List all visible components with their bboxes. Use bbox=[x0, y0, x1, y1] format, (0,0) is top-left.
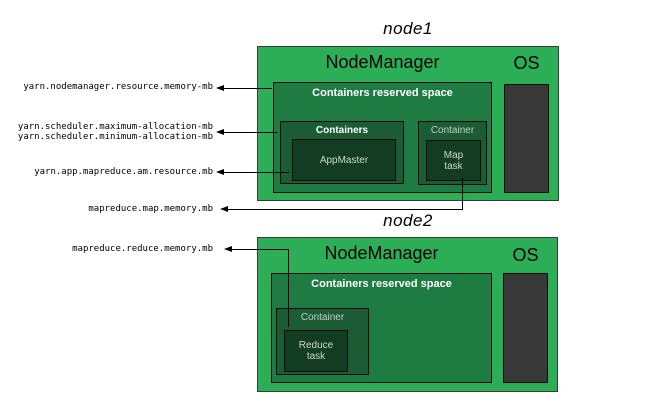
node1-containers-box: Containers AppMaster bbox=[280, 121, 404, 184]
node2-nodemanager-label: NodeManager bbox=[324, 243, 439, 263]
node2-containers-reserved-label: Containers reserved space bbox=[311, 278, 452, 290]
node1-title: node1 bbox=[383, 19, 433, 38]
node2-os-label: OS bbox=[512, 245, 539, 265]
label-mapreduce-map-memory-mb: mapreduce.map.memory.mb bbox=[88, 204, 213, 214]
arrowhead-icon bbox=[216, 169, 224, 175]
node2-reduce-task-label: Reduce task bbox=[298, 340, 334, 362]
node2-container-label: Container bbox=[300, 312, 345, 323]
label-yarn-scheduler-minimum-allocation-mb: yarn.scheduler.minimum-allocation-mb bbox=[17, 132, 213, 142]
arrowhead-icon bbox=[220, 206, 228, 212]
label-yarn-scheduler-maximum-allocation-mb: yarn.scheduler.maximum-allocation-mb bbox=[17, 122, 213, 132]
label-yarn-nodemanager-resource-memory-mb: yarn.nodemanager.resource.memory-mb bbox=[23, 82, 213, 92]
node1-container-box: Container Map task bbox=[418, 121, 487, 185]
node1-container-label: Container bbox=[430, 125, 475, 136]
node2-container-box: Container Reduce task bbox=[276, 308, 369, 375]
node1-appmaster-box: AppMaster bbox=[292, 139, 396, 181]
node1-nodemanager-label: NodeManager bbox=[325, 52, 440, 72]
arrowhead-icon bbox=[224, 246, 232, 252]
arrowhead-icon bbox=[216, 85, 224, 91]
node1-box: NodeManager OS Containers reserved space… bbox=[257, 46, 559, 201]
node1-containers-reserved-box: Containers reserved space Containers App… bbox=[273, 82, 492, 193]
node1-map-task-label: Map task bbox=[443, 149, 464, 172]
node1-containers-reserved-label: Containers reserved space bbox=[312, 87, 453, 99]
arrowhead-icon bbox=[216, 129, 224, 135]
node1-os-label: OS bbox=[513, 53, 540, 73]
node2-reduce-task-box: Reduce task bbox=[284, 330, 348, 372]
node1-containers-label: Containers bbox=[315, 125, 369, 136]
node2-title: node2 bbox=[383, 211, 433, 230]
node2-box: NodeManager OS Containers reserved space… bbox=[257, 237, 558, 392]
node2-os-memory-rect bbox=[503, 273, 548, 383]
node2-containers-reserved-box: Containers reserved space Container Redu… bbox=[271, 273, 492, 383]
label-mapreduce-reduce-memory-mb: mapreduce.reduce.memory.mb bbox=[72, 244, 213, 254]
node1-map-task-box: Map task bbox=[426, 140, 481, 181]
label-yarn-app-mapreduce-am-resource-mb: yarn.app.mapreduce.am.resource.mb bbox=[34, 167, 213, 177]
node1-appmaster-label: AppMaster bbox=[319, 154, 369, 166]
node1-os-memory-rect bbox=[504, 84, 549, 193]
